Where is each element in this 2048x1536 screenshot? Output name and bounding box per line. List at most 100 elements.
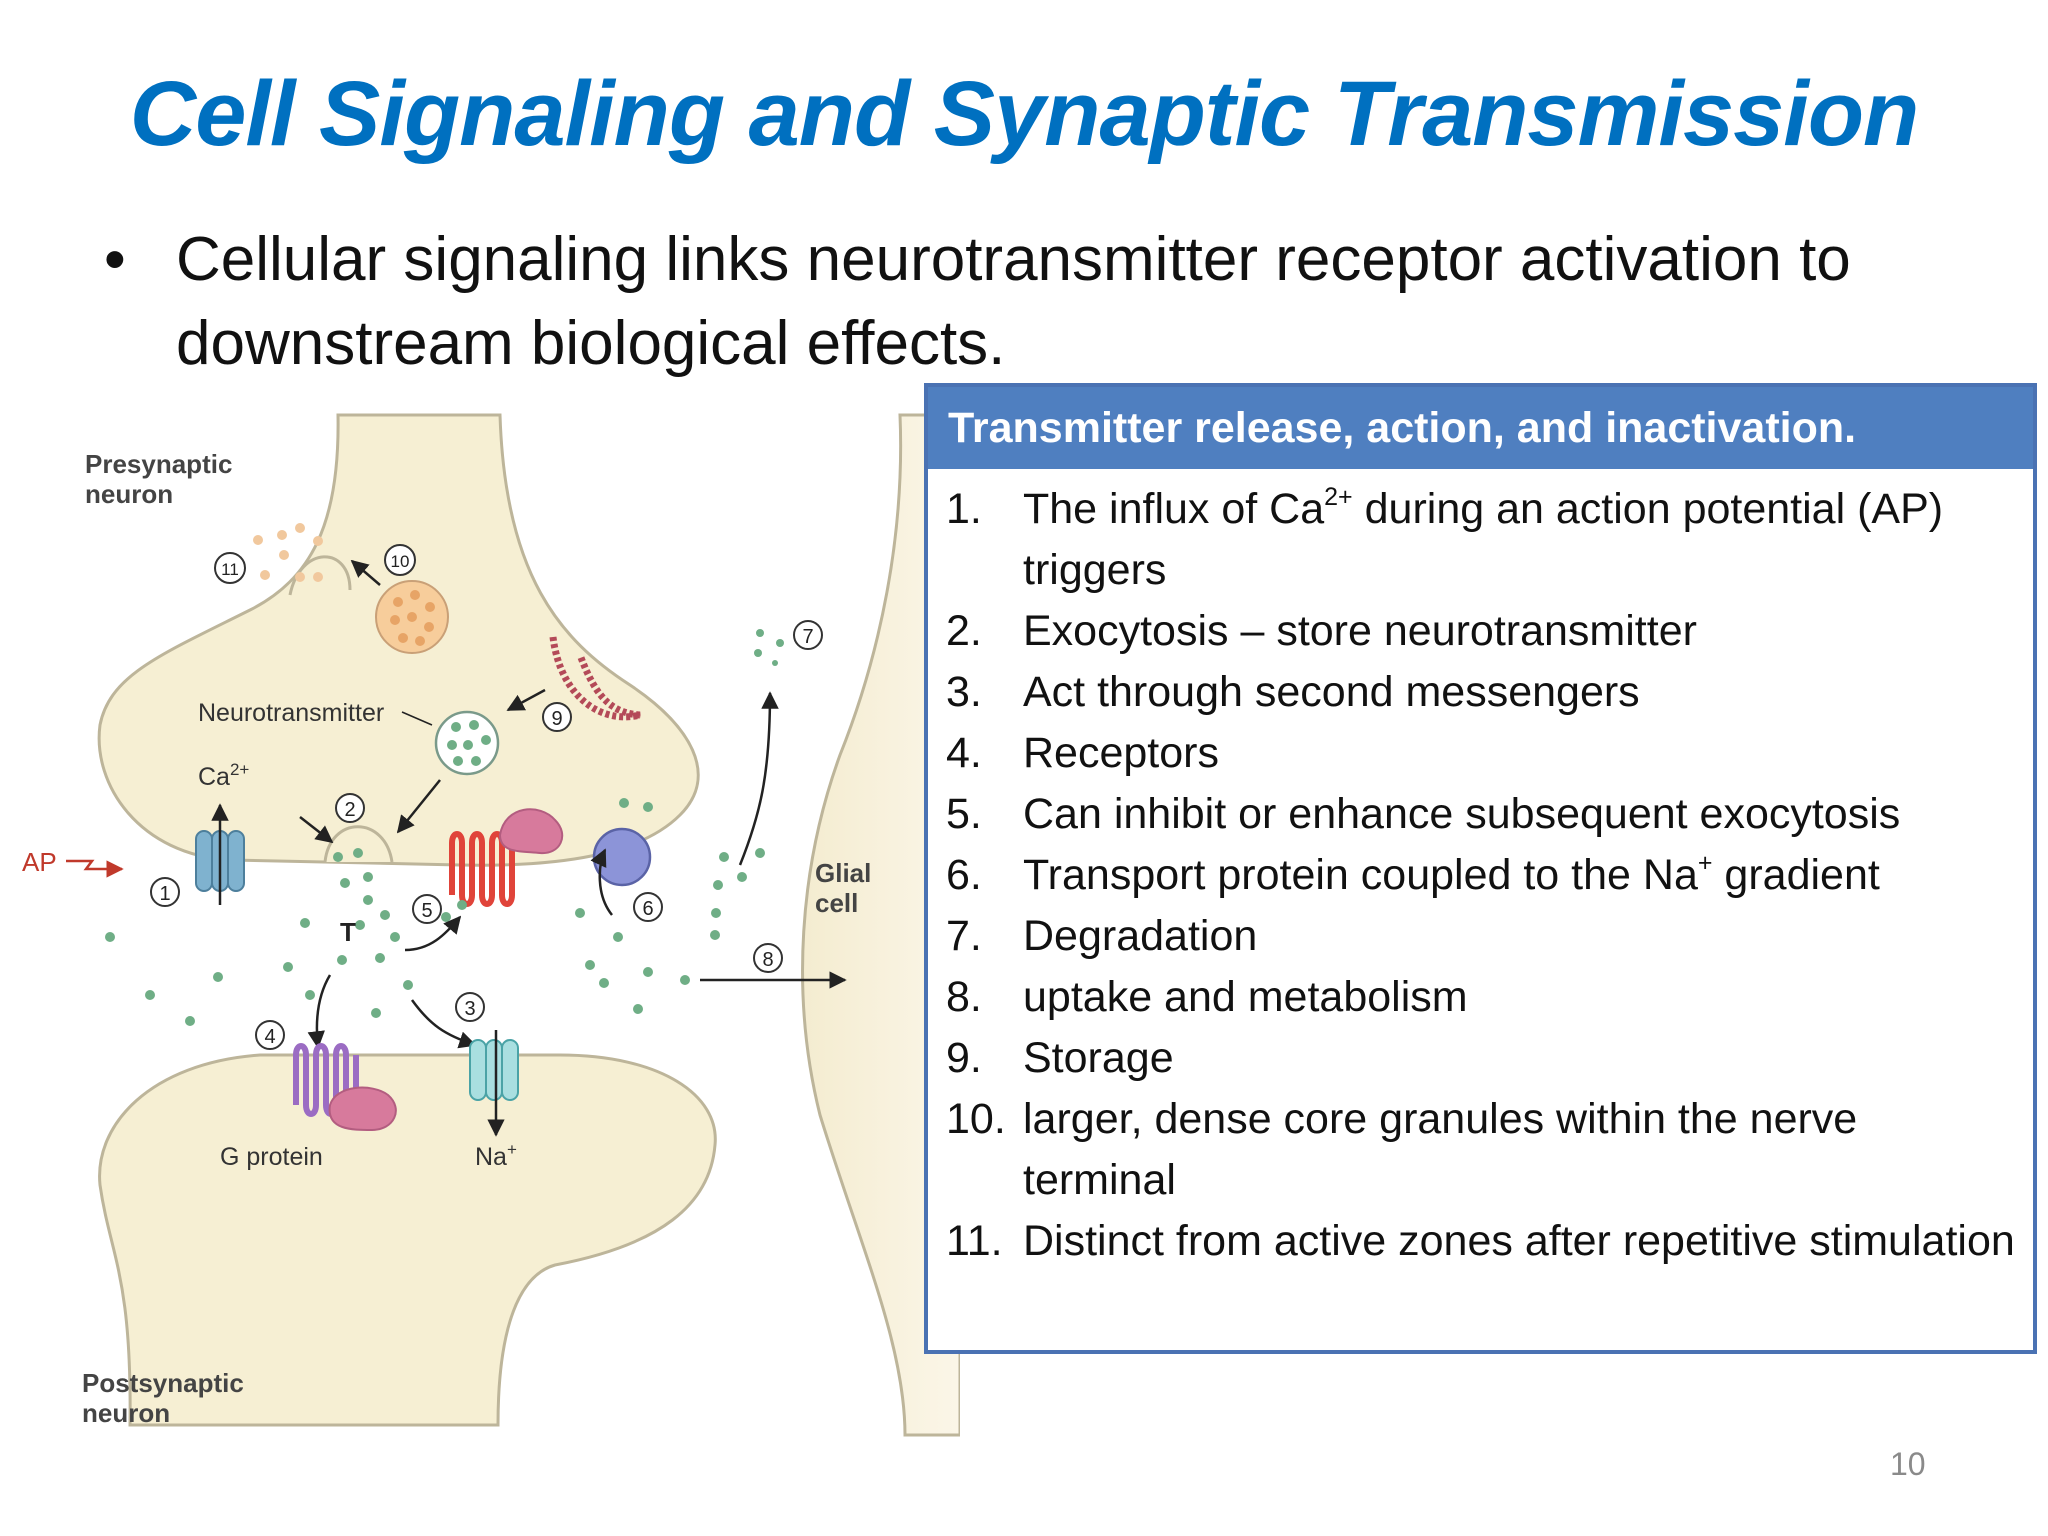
list-item-text-main: Transport protein coupled to the Na [1023, 851, 1698, 899]
exocytosis-pit [323, 825, 394, 863]
list-item: 5. Can inhibit or enhance subsequent exoc… [946, 784, 2016, 845]
granule-contents [390, 590, 435, 646]
synapse-diagram: Presynaptic neuron Postsynaptic neuron G… [22, 413, 960, 1437]
list-item-text-main: Distinct from active zones after repetit… [1023, 1217, 2015, 1265]
info-box: Transmitter release, action, and inactiv… [924, 383, 2037, 1354]
marker-9: 9 [542, 702, 572, 732]
marker-11: 11 [214, 552, 246, 584]
list-item: 9. Storage [946, 1028, 2016, 1089]
list-item: 1. The influx of Ca2+ during an action po… [946, 479, 2016, 601]
list-item-superscript: + [1697, 849, 1713, 877]
list-item-text: uptake and metabolism [1023, 973, 1468, 1021]
svg-text:8: 8 [762, 949, 773, 971]
marker-6: 6 [633, 892, 663, 922]
list-item-text: Storage [1023, 1034, 1174, 1082]
marker-3: 3 [455, 992, 485, 1022]
glial-label-2: cell [815, 888, 858, 918]
list-item-number: 3. [946, 668, 982, 716]
list-item-text: Transport protein coupled to the Na+ gra… [1023, 849, 1880, 899]
postsynaptic-label-2: neuron [82, 1398, 170, 1428]
list-item: 6. Transport protein coupled to the Na+ g… [946, 845, 2016, 906]
page-number: 10 [1890, 1446, 1926, 1482]
svg-text:4: 4 [264, 1026, 275, 1048]
svg-text:5: 5 [421, 900, 432, 922]
postsynaptic-g-protein-shape [328, 1086, 397, 1132]
presynaptic-label-2: neuron [85, 479, 173, 509]
released-granule-contents [253, 523, 323, 582]
list-item-number: 1. [946, 485, 982, 533]
marker-8: 8 [753, 943, 783, 973]
list-item-number: 4. [946, 729, 982, 777]
list-item: 3. Act through second messengers [946, 662, 2016, 723]
slide-title: Cell Signaling and Synaptic Transmission [129, 63, 1920, 165]
marker-4: 4 [255, 1020, 285, 1050]
svg-text:10: 10 [391, 552, 410, 571]
neurotransmitter-label: Neurotransmitter [198, 699, 384, 727]
list-item-text-tail: gradient [1712, 851, 1880, 899]
info-box-heading: Transmitter release, action, and inactiv… [928, 387, 2033, 469]
vesicle-transmitter [447, 720, 491, 766]
cleft-transmitter [105, 798, 765, 1026]
svg-text:9: 9 [551, 708, 562, 730]
list-item-text: Exocytosis – store neurotransmitter [1023, 607, 1697, 655]
list-item-superscript: 2+ [1324, 483, 1353, 511]
marker-5: 5 [412, 894, 442, 924]
bullet-marker: • [104, 225, 126, 294]
list-item-text-main: The influx of Ca [1023, 485, 1325, 533]
presynaptic-autoreceptor [449, 831, 515, 907]
svg-text:11: 11 [221, 560, 239, 579]
list-item-number: 11. [946, 1217, 1003, 1265]
list-item-text-main: Degradation [1023, 912, 1258, 960]
svg-text:7: 7 [802, 626, 813, 648]
list-item-text-main: Receptors [1023, 729, 1219, 777]
list-item-text: Act through second messengers [1023, 668, 1640, 716]
list-item-text: larger, dense core granules within the n… [1023, 1095, 1857, 1204]
list-item-text-main: Exocytosis – store neurotransmitter [1023, 607, 1697, 655]
list-item-text: The influx of Ca2+ during an action pote… [1023, 483, 1944, 594]
postsynaptic-terminal [98, 1053, 717, 1427]
list-item-text: Can inhibit or enhance subsequent exocyt… [1023, 790, 1900, 838]
marker-7: 7 [793, 620, 823, 650]
svg-text:2: 2 [344, 799, 355, 821]
granule-release-site [288, 555, 352, 596]
presynaptic-g-protein [498, 808, 564, 855]
list-item-text-main: uptake and metabolism [1023, 973, 1468, 1021]
list-item-text-main: larger, dense core granules within the n… [1023, 1095, 1858, 1204]
list-item-text: Degradation [1023, 912, 1257, 960]
vesicle-recycling-membrane [549, 636, 641, 721]
postsynaptic-label: Postsynaptic [82, 1368, 244, 1398]
marker-10: 10 [384, 544, 416, 576]
marker-1: 1 [150, 877, 180, 907]
calcium-label: Ca2+ [198, 760, 249, 791]
list-item-number: 10. [946, 1095, 1006, 1143]
glial-label: Glial [815, 858, 871, 888]
list-item-number: 5. [946, 790, 982, 838]
list-item-number: 8. [946, 973, 982, 1021]
g-protein-label: G protein [220, 1143, 323, 1171]
marker-2: 2 [335, 793, 365, 823]
list-item: 7.Degradation [946, 906, 2016, 967]
svg-text:1: 1 [159, 883, 170, 905]
list-item: 10. larger, dense core granules within th… [946, 1089, 2016, 1211]
list-item-text-main: Act through second messengers [1023, 668, 1640, 716]
list-item-text: Receptors [1023, 729, 1219, 777]
svg-text:3: 3 [464, 998, 475, 1020]
svg-text:6: 6 [642, 898, 653, 920]
ap-label: AP [22, 847, 57, 877]
info-list: 1. The influx of Ca2+ during an action po… [946, 479, 2016, 1272]
list-item-number: 9. [946, 1034, 982, 1082]
list-item-text-main: Storage [1023, 1034, 1174, 1082]
list-item-text-tail: during an action potential (AP) triggers [1023, 485, 1944, 594]
list-item-number: 6. [946, 851, 982, 899]
sodium-channel [469, 1039, 519, 1101]
presynaptic-label: Presynaptic [85, 449, 232, 479]
list-item-text-main: Can inhibit or enhance subsequent exocyt… [1023, 790, 1901, 838]
list-item: 4. Receptors [946, 723, 2016, 784]
list-item: 8. uptake and metabolism [946, 967, 2016, 1028]
list-item-text: Distinct from active zones after repetit… [1023, 1217, 2015, 1265]
sodium-label: Na+ [475, 1140, 517, 1171]
list-item: 11. Distinct from active zones after repe… [946, 1211, 2016, 1272]
transmitter-t-label: T [340, 917, 356, 947]
bullet-text: Cellular signaling links neurotransmitte… [176, 225, 1851, 378]
